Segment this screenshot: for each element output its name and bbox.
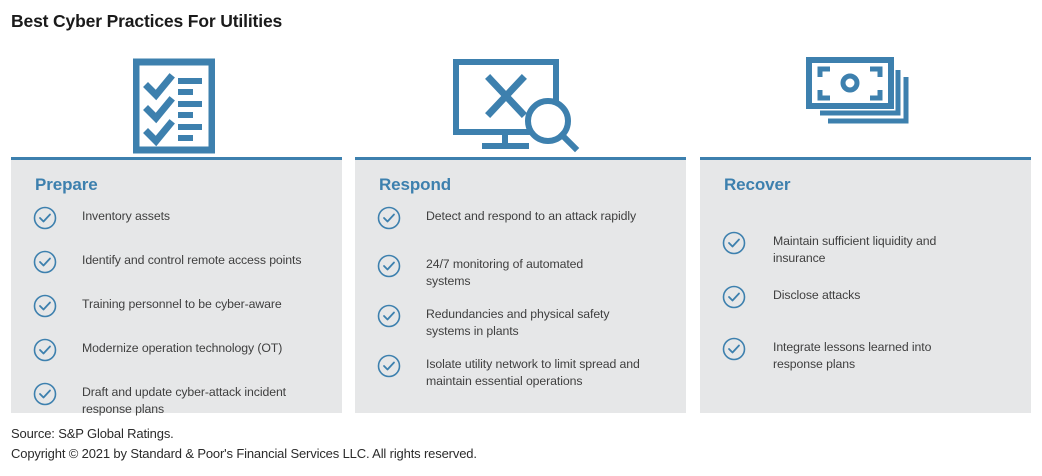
check-circle-icon <box>376 205 402 231</box>
list-item: Isolate utility network to limit spread … <box>376 353 672 389</box>
check-circle-icon <box>32 337 58 363</box>
list-item-label: Inventory assets <box>82 209 170 223</box>
panel-heading-respond: Respond <box>379 175 452 194</box>
banknotes-stack-icon <box>806 55 911 155</box>
checklist-prepare: Inventory assets Identify and control re… <box>11 205 342 427</box>
panel-recover: Recover Maintain sufficient liquidity an… <box>700 157 1031 413</box>
panel-respond: Respond Detect and respond to an attack … <box>355 157 686 413</box>
check-circle-icon <box>376 253 402 279</box>
check-circle-icon <box>32 381 58 407</box>
check-circle-icon <box>721 336 747 362</box>
check-circle-icon <box>721 230 747 256</box>
checklist-respond: Detect and respond to an attack rapidly … <box>355 205 686 403</box>
panel-heading-recover: Recover <box>724 175 791 194</box>
list-item-label: Training personnel to be cyber-aware <box>82 297 282 311</box>
check-circle-icon <box>32 293 58 319</box>
list-item: Training personnel to be cyber-aware <box>32 293 328 327</box>
list-item-label: Draft and update cyber-attack incident r… <box>82 385 286 416</box>
list-item: Maintain sufficient liquidity and insura… <box>721 230 1017 266</box>
panel-prepare: Prepare Inventory assets Identify and co… <box>11 157 342 416</box>
check-circle-icon <box>32 205 58 231</box>
footer-source: Source: S&P Global Ratings. <box>11 426 174 441</box>
list-item-label: Disclose attacks <box>773 288 861 302</box>
list-item: Redundancies and physical safety systems… <box>376 303 672 339</box>
list-item-label: Modernize operation technology (OT) <box>82 341 283 355</box>
list-item-label: Maintain sufficient liquidity and insura… <box>773 234 937 265</box>
footer-copyright: Copyright © 2021 by Standard & Poor's Fi… <box>11 446 477 461</box>
list-item-label: 24/7 monitoring of automated systems <box>426 257 584 288</box>
page-title: Best Cyber Practices For Utilities <box>11 11 283 31</box>
icon-band <box>0 55 1042 155</box>
list-item-label: Isolate utility network to limit spread … <box>426 357 640 388</box>
list-item-label: Integrate lessons learned into response … <box>773 340 932 371</box>
clipboard-checklist-icon <box>133 55 215 155</box>
check-circle-icon <box>376 303 402 329</box>
list-item-label: Redundancies and physical safety systems… <box>426 307 610 338</box>
check-circle-icon <box>376 353 402 379</box>
list-item: Disclose attacks <box>721 284 1017 318</box>
checklist-recover: Maintain sufficient liquidity and insura… <box>700 230 1031 390</box>
list-item-label: Identify and control remote access point… <box>82 253 302 267</box>
list-item: Modernize operation technology (OT) <box>32 337 328 371</box>
check-circle-icon <box>32 249 58 275</box>
check-circle-icon <box>721 284 747 310</box>
panel-heading-prepare: Prepare <box>35 175 98 194</box>
list-item: Integrate lessons learned into response … <box>721 336 1017 372</box>
monitor-error-magnifier-icon <box>452 55 587 155</box>
list-item: Draft and update cyber-attack incident r… <box>32 381 328 417</box>
list-item: Inventory assets <box>32 205 328 239</box>
list-item: 24/7 monitoring of automated systems <box>376 253 672 289</box>
list-item: Identify and control remote access point… <box>32 249 328 283</box>
list-item: Detect and respond to an attack rapidly <box>376 205 672 239</box>
list-item-label: Detect and respond to an attack rapidly <box>426 209 637 223</box>
footer: Source: S&P Global Ratings. Copyright © … <box>11 424 477 464</box>
